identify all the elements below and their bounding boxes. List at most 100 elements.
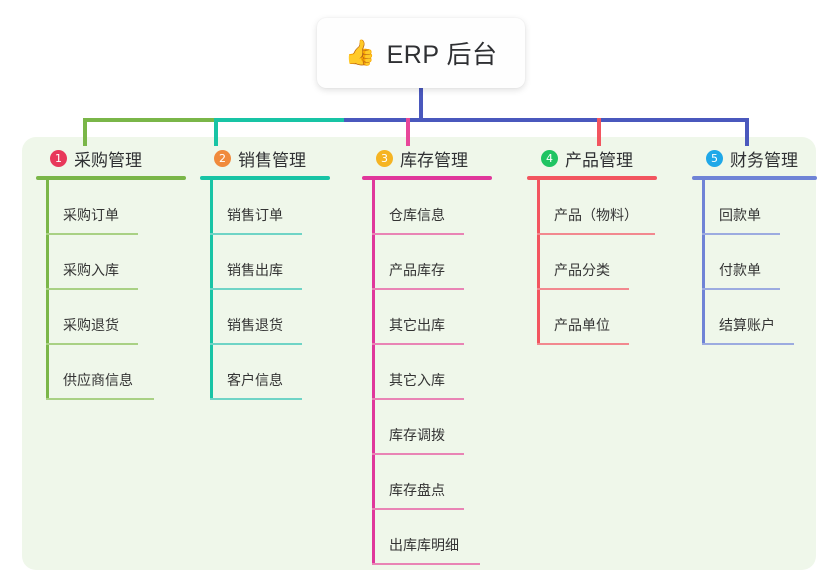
connector-drop-3 xyxy=(406,118,410,146)
branch-column-4: 4 产品管理产品（物料） 产品分类产品单位 xyxy=(527,145,657,345)
branch-item-underline xyxy=(702,343,794,345)
branch-item-underline xyxy=(46,398,154,400)
branch-item[interactable]: 销售退货 xyxy=(200,290,330,345)
branch-column-3: 3 库存管理仓库信息产品库存其它出库其它入库库存调拨库存盘点出库库明细 xyxy=(362,145,492,565)
branch-spine xyxy=(46,180,49,400)
branch-item-label: 销售出库 xyxy=(227,262,283,278)
branch-item-label: 其它出库 xyxy=(389,317,445,333)
branch-underline xyxy=(527,176,657,180)
branch-item[interactable]: 库存调拨 xyxy=(362,400,492,455)
branch-item-label: 产品库存 xyxy=(389,262,445,278)
branch-number-badge: 1 xyxy=(50,149,67,167)
branch-item[interactable]: 采购订单 xyxy=(36,180,186,235)
branch-title: 财务管理 xyxy=(730,150,798,170)
connector-drop-5 xyxy=(745,118,749,146)
branch-item-underline xyxy=(372,288,464,290)
branch-item-underline xyxy=(372,453,464,455)
branch-spine xyxy=(702,180,705,345)
connector-drop-2 xyxy=(214,118,218,146)
branch-item-list: 产品（物料） 产品分类产品单位 xyxy=(527,180,657,345)
branch-item-label: 库存调拨 xyxy=(389,427,445,443)
branch-item-label: 结算账户 xyxy=(719,317,775,333)
branch-item[interactable]: 出库库明细 xyxy=(362,510,492,565)
branch-number-badge: 4 xyxy=(541,149,558,167)
connector-drop-1 xyxy=(83,118,87,146)
branch-item-underline xyxy=(46,288,138,290)
branch-item-label: 其它入库 xyxy=(389,372,445,388)
branch-item[interactable]: 产品（物料） xyxy=(527,180,657,235)
branch-header-4[interactable]: 4 产品管理 xyxy=(527,145,657,171)
branch-item[interactable]: 销售订单 xyxy=(200,180,330,235)
branch-item[interactable]: 结算账户 xyxy=(692,290,817,345)
branch-item[interactable]: 付款单 xyxy=(692,235,817,290)
branch-title: 库存管理 xyxy=(400,150,468,170)
branch-header-3[interactable]: 3 库存管理 xyxy=(362,145,492,171)
branch-underline xyxy=(36,176,186,180)
branch-item-underline xyxy=(702,288,780,290)
branch-item-underline xyxy=(46,343,138,345)
root-node[interactable]: 👍 ERP 后台 xyxy=(317,18,525,88)
branch-header-1[interactable]: 1 采购管理 xyxy=(36,145,186,171)
branch-item-list: 仓库信息产品库存其它出库其它入库库存调拨库存盘点出库库明细 xyxy=(362,180,492,565)
branch-item-label: 采购订单 xyxy=(63,207,119,223)
branch-item-underline xyxy=(210,398,302,400)
branch-item[interactable]: 产品库存 xyxy=(362,235,492,290)
branch-item-label: 采购入库 xyxy=(63,262,119,278)
branch-item-label: 销售订单 xyxy=(227,207,283,223)
branch-item-underline xyxy=(46,233,138,235)
branch-item[interactable]: 供应商信息 xyxy=(36,345,186,400)
branch-item[interactable]: 其它出库 xyxy=(362,290,492,345)
branch-item-label: 供应商信息 xyxy=(63,372,133,388)
connector-root-stem xyxy=(419,88,423,122)
branch-item-underline xyxy=(210,343,302,345)
branch-item-label: 采购退货 xyxy=(63,317,119,333)
branch-item-label: 产品（物料） xyxy=(554,207,638,223)
branch-number-badge: 3 xyxy=(376,149,393,167)
branch-item-label: 出库库明细 xyxy=(389,537,459,553)
branch-item-underline xyxy=(372,398,464,400)
branch-item[interactable]: 采购入库 xyxy=(36,235,186,290)
branch-item[interactable]: 产品单位 xyxy=(527,290,657,345)
branch-item-list: 回款单付款单结算账户 xyxy=(692,180,817,345)
branch-header-2[interactable]: 2 销售管理 xyxy=(200,145,330,171)
branch-item[interactable]: 回款单 xyxy=(692,180,817,235)
branch-number-badge: 5 xyxy=(706,149,723,167)
branch-item-label: 付款单 xyxy=(719,262,761,278)
branch-underline xyxy=(200,176,330,180)
branch-item-underline xyxy=(372,233,464,235)
branch-item-list: 销售订单销售出库销售退货客户信息 xyxy=(200,180,330,400)
branch-underline xyxy=(362,176,492,180)
branch-item-label: 仓库信息 xyxy=(389,207,445,223)
branch-item[interactable]: 采购退货 xyxy=(36,290,186,345)
branch-item-label: 销售退货 xyxy=(227,317,283,333)
branch-item-label: 产品分类 xyxy=(554,262,610,278)
branch-item[interactable]: 客户信息 xyxy=(200,345,330,400)
branch-item[interactable]: 产品分类 xyxy=(527,235,657,290)
branch-item-underline xyxy=(537,233,655,235)
branch-item[interactable]: 库存盘点 xyxy=(362,455,492,510)
branch-title: 销售管理 xyxy=(238,150,306,170)
branch-header-5[interactable]: 5 财务管理 xyxy=(692,145,817,171)
branch-item-list: 采购订单采购入库采购退货供应商信息 xyxy=(36,180,186,400)
branch-item[interactable]: 仓库信息 xyxy=(362,180,492,235)
branch-item[interactable]: 销售出库 xyxy=(200,235,330,290)
thumbs-up-icon: 👍 xyxy=(344,38,376,67)
branch-title: 采购管理 xyxy=(74,150,142,170)
root-node-title: ERP 后台 xyxy=(386,41,498,69)
connector-bar-segment-2 xyxy=(214,118,344,122)
connector-drop-4 xyxy=(597,118,601,146)
branch-title: 产品管理 xyxy=(565,150,633,170)
branch-item-underline xyxy=(210,288,302,290)
branch-spine xyxy=(537,180,540,345)
branch-item[interactable]: 其它入库 xyxy=(362,345,492,400)
branch-item-label: 客户信息 xyxy=(227,372,283,388)
branch-item-underline xyxy=(372,508,464,510)
branch-item-underline xyxy=(372,343,464,345)
branch-column-1: 1 采购管理采购订单采购入库采购退货供应商信息 xyxy=(36,145,186,400)
branch-number-badge: 2 xyxy=(214,149,231,167)
branch-item-underline xyxy=(372,563,480,565)
branch-spine xyxy=(210,180,213,400)
branch-column-2: 2 销售管理销售订单销售出库销售退货客户信息 xyxy=(200,145,330,400)
connector-bar-segment-1 xyxy=(83,118,214,122)
connector-bar-segment-3 xyxy=(344,118,745,122)
